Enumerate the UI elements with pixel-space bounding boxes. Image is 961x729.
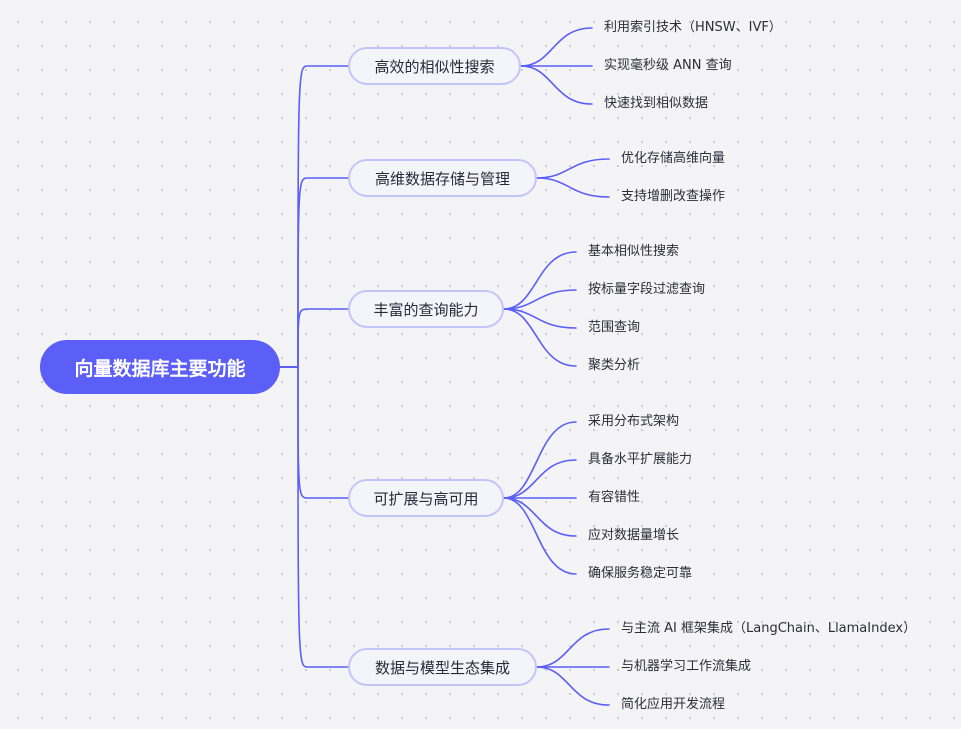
connector-line <box>536 177 610 198</box>
leaf-node[interactable]: 利用索引技术（HNSW、IVF） <box>604 20 782 35</box>
connector-line <box>536 158 610 179</box>
connector-line <box>536 666 610 706</box>
connector-line <box>503 421 577 499</box>
leaf-node[interactable]: 应对数据量增长 <box>588 528 680 543</box>
connector-line <box>520 27 593 67</box>
connector-line <box>503 497 577 537</box>
connector-line <box>503 251 577 310</box>
connector-line <box>503 289 577 310</box>
leaf-node[interactable]: 范围查询 <box>588 320 641 335</box>
connector-line <box>503 459 577 499</box>
connector-line <box>520 65 593 105</box>
leaf-node[interactable]: 基本相似性搜索 <box>588 244 680 259</box>
leaf-node[interactable]: 优化存储高维向量 <box>621 151 726 166</box>
branch-node-query-capabilities[interactable]: 丰富的查询能力 <box>348 290 504 328</box>
leaf-node[interactable]: 采用分布式架构 <box>588 414 680 429</box>
branch-node-ecosystem-integration[interactable]: 数据与模型生态集成 <box>348 648 537 686</box>
root-node[interactable]: 向量数据库主要功能 <box>40 340 280 394</box>
connector-line <box>503 497 577 575</box>
leaf-node[interactable]: 与主流 AI 框架集成（LangChain、LlamaIndex） <box>621 621 917 636</box>
connector-line <box>279 366 349 668</box>
connector-line <box>536 628 610 668</box>
connector-line <box>279 308 349 368</box>
connector-line <box>279 177 349 368</box>
connector-line <box>503 308 577 329</box>
leaf-node[interactable]: 按标量字段过滤查询 <box>588 282 706 297</box>
branch-node-scalability[interactable]: 可扩展与高可用 <box>348 479 504 517</box>
leaf-node[interactable]: 确保服务稳定可靠 <box>588 566 693 581</box>
connector-line <box>279 366 349 499</box>
leaf-node[interactable]: 支持增删改查操作 <box>621 189 726 204</box>
branch-node-storage-management[interactable]: 高维数据存储与管理 <box>348 159 537 197</box>
connector-line <box>279 65 349 368</box>
branch-node-similarity-search[interactable]: 高效的相似性搜索 <box>348 47 521 85</box>
leaf-node[interactable]: 与机器学习工作流集成 <box>621 659 752 674</box>
leaf-node[interactable]: 简化应用开发流程 <box>621 697 726 712</box>
leaf-node[interactable]: 具备水平扩展能力 <box>588 452 693 467</box>
leaf-node[interactable]: 快速找到相似数据 <box>604 96 709 111</box>
leaf-node[interactable]: 有容错性 <box>588 490 641 505</box>
leaf-node[interactable]: 聚类分析 <box>588 358 641 373</box>
connector-line <box>503 308 577 367</box>
leaf-node[interactable]: 实现毫秒级 ANN 查询 <box>604 58 732 73</box>
